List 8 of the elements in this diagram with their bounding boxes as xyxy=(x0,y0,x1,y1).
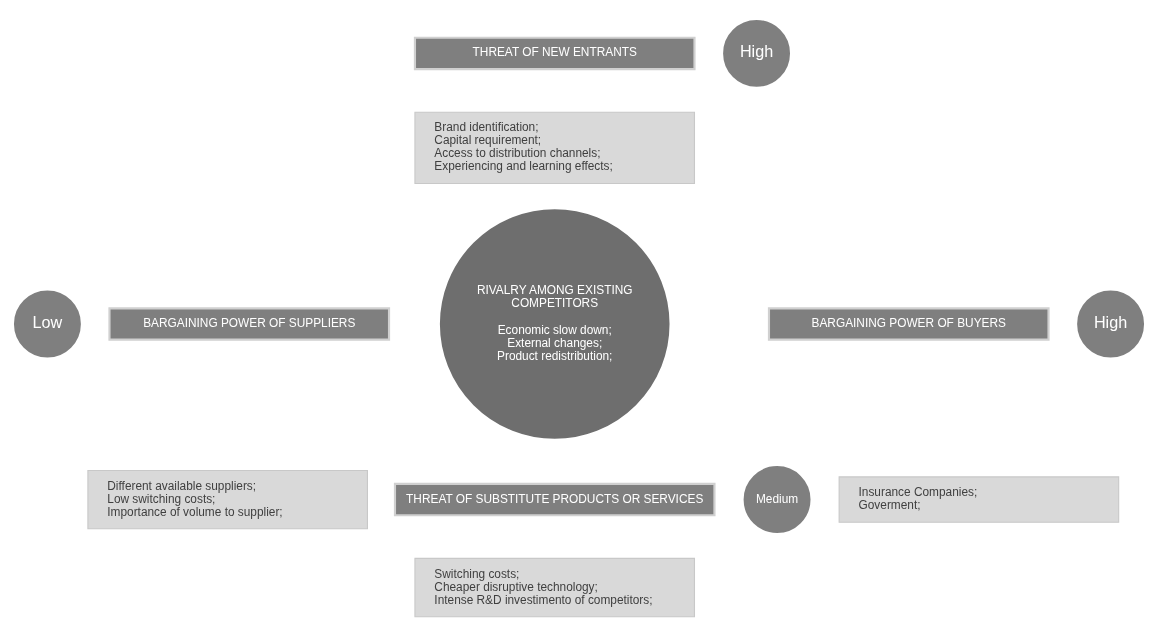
node-box: Switching costs; Cheaper disruptive technology; Intense R&D investimento of competitors; xyxy=(414,557,696,617)
node-box: BARGAINING POWER OF SUPPLIERS xyxy=(108,306,391,341)
node-box: THREAT OF NEW ENTRANTS xyxy=(413,36,696,70)
node-box: Different available suppliers; Low switching costs; Importance of volume to supplier; xyxy=(87,469,368,529)
node-box: BARGAINING POWER OF BUYERS xyxy=(767,306,1050,341)
node-box: Brand identification; Capital requirement; Access to distribution channels; Experiencing and learning effects; xyxy=(414,111,696,184)
node-box: THREAT OF SUBSTITUTE PRODUCTS OR SERVICES xyxy=(393,482,716,516)
node-box: Insurance Companies; Goverment; xyxy=(838,475,1120,523)
